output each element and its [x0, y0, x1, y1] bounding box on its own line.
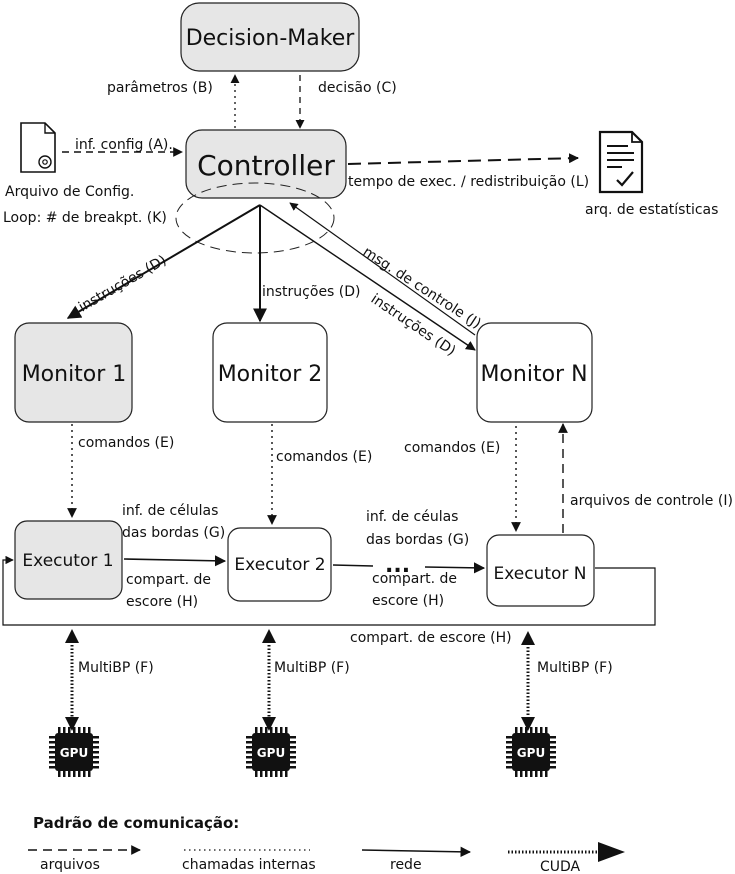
- comandos-2-label: comandos (E): [276, 449, 372, 465]
- decisao-label: decisão (C): [318, 80, 397, 96]
- monitor-2-node: Monitor 2: [212, 322, 328, 423]
- compart-1-line1: compart. de: [126, 572, 211, 588]
- msg-controle-arrow: [289, 202, 476, 336]
- comandos-1-label: comandos (E): [78, 435, 174, 451]
- exec1-to-exec2-arrow: [123, 555, 227, 567]
- legend-cuda-label: CUDA: [540, 859, 581, 874]
- msg-controle-label: msg. de controle (J): [360, 244, 484, 332]
- tempo-exec-arrow: [347, 153, 579, 165]
- compart-2-line1: compart. de: [372, 571, 457, 587]
- gpu-1-icon: GPU: [49, 727, 99, 777]
- monitor-n-label: Monitor N: [480, 362, 587, 387]
- instrucoes-monitor1-label: instruções (D): [76, 252, 169, 315]
- multibp-n-label: MultiBP (F): [537, 660, 613, 676]
- legend-rede-line: [361, 846, 472, 858]
- legend-chamadas-label: chamadas internas: [182, 857, 316, 873]
- monitor-1-label: Monitor 1: [22, 362, 127, 387]
- executor-2-label: Executor 2: [234, 555, 325, 575]
- instrucoes-to-monitor1-arrow: [66, 204, 261, 319]
- controller-label: Controller: [197, 149, 335, 182]
- arq-estatisticas-label: arq. de estatísticas: [585, 202, 718, 218]
- compart-1-line2: escore (H): [126, 594, 198, 610]
- monitor-1-node: Monitor 1: [14, 322, 133, 423]
- executor-n-label: Executor N: [493, 564, 586, 584]
- comandos-n-label: comandos (E): [404, 440, 500, 456]
- inf-celulas-1-label: inf. de células: [122, 503, 218, 519]
- executor-n-node: Executor N: [486, 534, 595, 607]
- das-bordas-2-label: das bordas (G): [366, 532, 469, 548]
- legend-arquivos-label: arquivos: [40, 857, 100, 873]
- cuda-link-2: [262, 629, 276, 731]
- controller-node: Controller: [185, 129, 347, 199]
- inf-config-label: inf. config (A).: [75, 137, 173, 153]
- legend-title: Padrão de comunicação:: [33, 814, 239, 832]
- tempo-exec-label: tempo de exec. / redistribuição (L): [348, 174, 589, 190]
- cuda-link-1: [65, 629, 79, 731]
- multibp-2-label: MultiBP (F): [274, 660, 350, 676]
- gpu-n-icon: GPU: [506, 727, 556, 777]
- executor-1-label: Executor 1: [22, 551, 113, 571]
- exec2-to-dots-line: [332, 564, 374, 567]
- das-bordas-1-label: das bordas (G): [122, 525, 225, 541]
- decision-maker-label: Decision-Maker: [186, 26, 356, 51]
- legend-rede-label: rede: [390, 857, 422, 873]
- compart-escore-full-label: compart. de escore (H): [350, 630, 512, 646]
- compart-2-line2: escore (H): [372, 593, 444, 609]
- loop-label: Loop: # de breakpt. (K): [3, 210, 167, 226]
- multibp-1-label: MultiBP (F): [78, 660, 154, 676]
- instrucoes-monitor2-label: instruções (D): [262, 284, 361, 300]
- gpu-2-icon: GPU: [246, 727, 296, 777]
- monitor-n-node: Monitor N: [476, 322, 593, 423]
- decision-maker-node: Decision-Maker: [180, 2, 360, 72]
- config-file-icon: [20, 122, 56, 173]
- executor-1-node: Executor 1: [14, 520, 123, 600]
- monitor-2-label: Monitor 2: [218, 362, 323, 387]
- inf-celulas-2-label: inf. de céulas: [366, 509, 458, 525]
- gpu-label: GPU: [517, 746, 545, 760]
- cuda-link-n: [521, 631, 535, 731]
- dots-to-execN-arrow: [424, 562, 486, 574]
- legend-cuda-line: [508, 842, 625, 862]
- executor-2-node: Executor 2: [227, 527, 332, 602]
- arquivos-controle-label: arquivos de controle (I): [570, 493, 733, 509]
- loop-ellipse: [175, 182, 335, 254]
- gpu-label: GPU: [257, 746, 285, 760]
- arquivo-config-label: Arquivo de Config.: [5, 184, 134, 200]
- ellipsis-dots: ...: [385, 553, 410, 578]
- instrucoes-to-monitorN-arrow: [259, 204, 476, 351]
- statistics-file-icon: [598, 130, 644, 194]
- execN-to-exec1-loop: [2, 555, 656, 626]
- gpu-label: GPU: [60, 746, 88, 760]
- parametros-label: parâmetros (B): [107, 80, 213, 96]
